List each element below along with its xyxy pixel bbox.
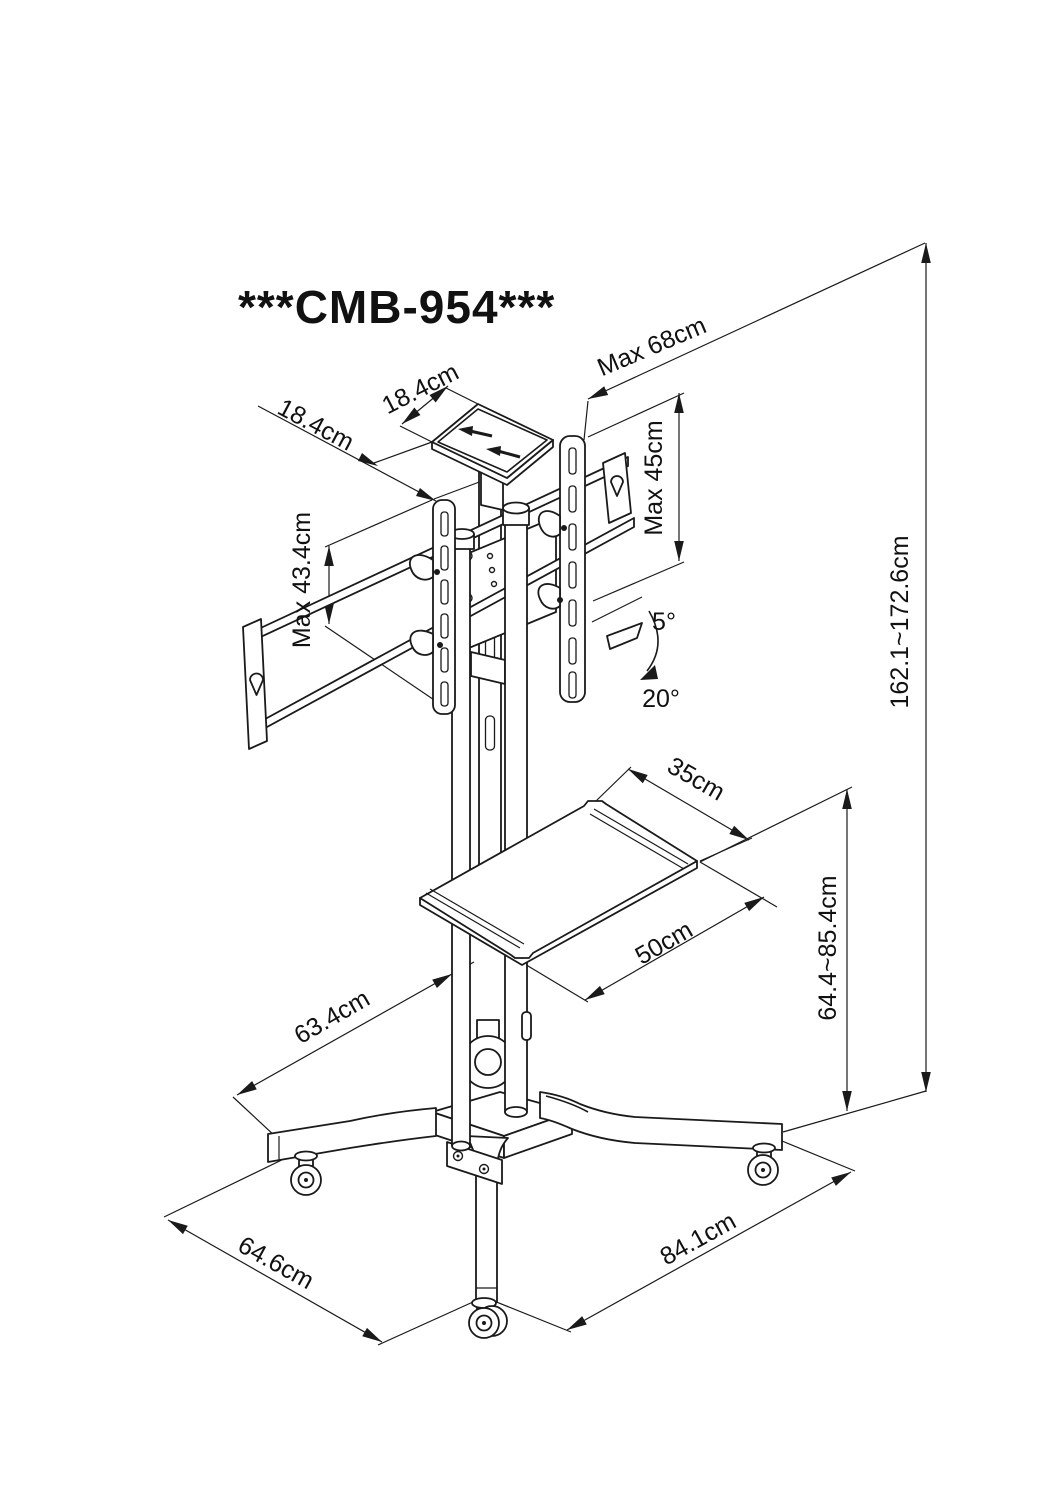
extension-line bbox=[324, 499, 433, 548]
tv-max-width-label: Max 68cm bbox=[593, 311, 710, 382]
caster-front bbox=[468, 1297, 508, 1339]
caster-back bbox=[461, 1019, 515, 1089]
tv-max-height-label: Max 45cm bbox=[640, 420, 668, 535]
keyhole-right bbox=[610, 475, 624, 497]
spring-clip bbox=[537, 510, 561, 538]
extension-line bbox=[583, 400, 589, 441]
dim-line-tray-width bbox=[257, 405, 437, 502]
extension-line bbox=[483, 1296, 572, 1333]
tilt-flat-arrow bbox=[606, 622, 643, 650]
product-model-title: ***CMB-954*** bbox=[238, 281, 555, 333]
spring-clip bbox=[408, 554, 434, 581]
media-shelf bbox=[419, 800, 698, 966]
keyhole-left bbox=[249, 672, 264, 696]
dim-line-shelf-width bbox=[584, 896, 765, 1001]
leg-right bbox=[539, 1091, 783, 1151]
base-depth-label: 64.6cm bbox=[233, 1231, 318, 1295]
extension-line bbox=[781, 1140, 856, 1172]
tilt-curve bbox=[646, 610, 659, 672]
cart-base bbox=[267, 1091, 783, 1303]
tilt-arrowhead bbox=[640, 665, 658, 680]
shelf-height-range-label: 64.4~85.4cm bbox=[814, 875, 842, 1020]
extension-line bbox=[782, 1090, 927, 1133]
extension-line bbox=[373, 441, 433, 464]
dim-line-tv-width bbox=[587, 242, 926, 400]
caster-left bbox=[290, 1150, 322, 1196]
dim-line-base-width bbox=[566, 1171, 852, 1331]
tray-slide-arrows bbox=[458, 426, 521, 459]
arrowhead bbox=[416, 488, 436, 501]
shelf-top-surface bbox=[419, 800, 698, 959]
shelf-depth-label: 35cm bbox=[663, 752, 730, 807]
tv-cart-illustration bbox=[242, 403, 783, 1339]
overall-height-label: 162.1~172.6cm bbox=[886, 535, 914, 708]
extension-line bbox=[377, 1296, 485, 1346]
cable-clip bbox=[521, 1011, 532, 1041]
extension-line bbox=[592, 561, 685, 602]
bracket-max-height-label: Max 43.4cm bbox=[288, 512, 316, 648]
extension-line bbox=[699, 861, 778, 908]
extension-line bbox=[522, 962, 589, 1003]
dim-line-base-depth bbox=[167, 1219, 383, 1343]
leg-front bbox=[465, 1135, 509, 1303]
caster-right bbox=[747, 1142, 779, 1186]
tray-width-label: 18.4cm bbox=[273, 393, 359, 456]
tray-rim bbox=[437, 408, 548, 473]
extension-line bbox=[445, 387, 479, 405]
base-width-label: 84.1cm bbox=[655, 1207, 740, 1271]
extension-line bbox=[699, 786, 853, 863]
vesa-rail-left bbox=[432, 499, 456, 715]
vesa-rails bbox=[408, 435, 586, 715]
dim-line-tray-depth bbox=[401, 385, 449, 425]
extension-line bbox=[399, 425, 433, 443]
tilt-up-label: 5° bbox=[652, 608, 676, 636]
spring-clip bbox=[537, 583, 561, 610]
dim-line-base-inner-depth bbox=[236, 973, 453, 1096]
dimension-annotations bbox=[163, 242, 931, 1346]
dim-line-shelf-depth bbox=[627, 768, 750, 841]
column-tubes bbox=[449, 501, 532, 1152]
tilt-down-label: 20° bbox=[642, 685, 680, 713]
shelf-width-label: 50cm bbox=[631, 916, 698, 971]
top-tray bbox=[431, 403, 554, 511]
tray-depth-label: 18.4cm bbox=[377, 358, 463, 420]
extension-line bbox=[324, 625, 447, 709]
spring-clip bbox=[409, 629, 434, 656]
extension-line bbox=[587, 392, 685, 438]
extension-line bbox=[595, 766, 632, 802]
arrowhead bbox=[358, 453, 378, 466]
tilt-indicator bbox=[591, 596, 659, 680]
base-inner-depth-label: 63.4cm bbox=[289, 984, 374, 1049]
leg-left bbox=[267, 1107, 437, 1163]
extension-line bbox=[163, 1154, 293, 1218]
